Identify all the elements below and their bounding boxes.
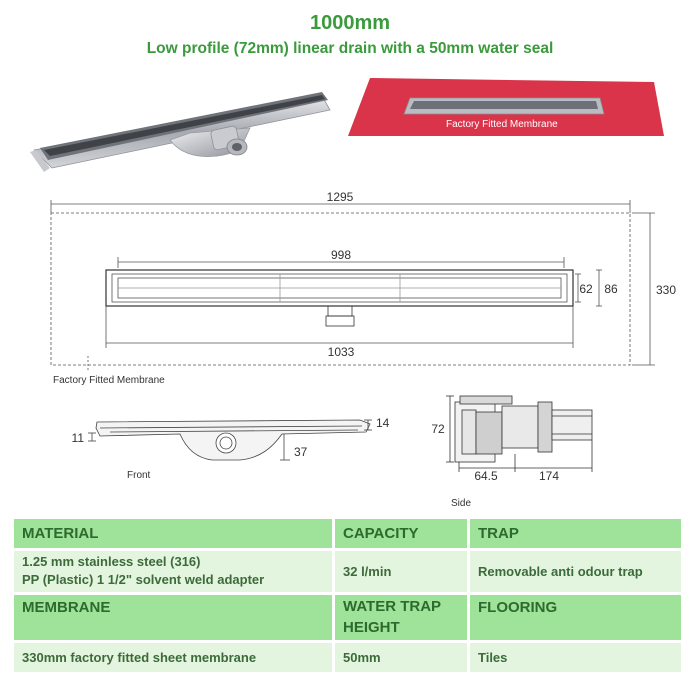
side-view-label: Side xyxy=(451,498,471,509)
membrane-header: MEMBRANE xyxy=(14,593,335,643)
water-trap-line-1: WATER TRAP xyxy=(343,598,442,615)
trap-value: Removable anti odour trap xyxy=(468,549,684,595)
flooring-value: Tiles xyxy=(468,641,684,675)
spec-header-row: MEMBRANE WATER TRAP HEIGHT FLOORING xyxy=(14,593,684,643)
front-view-label: Front xyxy=(127,470,151,481)
membrane-photo: Factory Fitted Membrane xyxy=(348,78,664,136)
spec-header-row: MATERIAL CAPACITY TRAP xyxy=(14,519,684,551)
spec-value-row: 330mm factory fitted sheet membrane 50mm… xyxy=(14,641,684,675)
dim-overall-height: 330 xyxy=(656,283,676,297)
product-drawings: Factory Fitted Membrane xyxy=(30,78,676,509)
material-line-1: 1.25 mm stainless steel (316) xyxy=(22,554,201,569)
water-trap-value: 50mm xyxy=(333,641,470,675)
membrane-value: 330mm factory fitted sheet membrane xyxy=(14,641,335,675)
water-trap-header: WATER TRAP HEIGHT xyxy=(333,593,470,643)
drain-photo xyxy=(30,92,331,172)
capacity-header: CAPACITY xyxy=(333,519,470,551)
material-value: 1.25 mm stainless steel (316) PP (Plasti… xyxy=(14,549,335,595)
dim-outer-width: 86 xyxy=(604,282,618,296)
material-line-2: PP (Plastic) 1 1/2" solvent weld adapter xyxy=(22,572,265,587)
plan-membrane-label: Factory Fitted Membrane xyxy=(53,375,165,386)
flooring-header: FLOORING xyxy=(468,593,684,643)
capacity-value: 32 l/min xyxy=(333,549,470,595)
membrane-photo-label: Factory Fitted Membrane xyxy=(446,119,558,130)
spec-value-row: 1.25 mm stainless steel (316) PP (Plasti… xyxy=(14,549,684,595)
dim-front-right: 14 xyxy=(376,416,390,430)
plan-view-drawing xyxy=(50,200,655,372)
dim-side-offset: 64.5 xyxy=(474,469,498,483)
dim-side-height: 72 xyxy=(431,422,445,436)
page-subtitle: Low profile (72mm) linear drain with a 5… xyxy=(146,40,554,57)
spec-table: MATERIAL CAPACITY TRAP 1.25 mm stainless… xyxy=(14,519,684,675)
page-title: 1000mm xyxy=(309,12,391,34)
side-view-drawing xyxy=(446,395,593,472)
dim-front-left: 11 xyxy=(72,431,85,445)
dim-side-outlet: 174 xyxy=(539,469,559,483)
dim-grate-length: 998 xyxy=(331,248,351,262)
water-trap-line-2: HEIGHT xyxy=(343,619,400,636)
trap-header: TRAP xyxy=(468,519,684,551)
dim-front-outlet: 37 xyxy=(294,445,308,459)
dim-body-length: 1033 xyxy=(328,345,355,359)
front-view-drawing xyxy=(88,419,372,461)
dim-overall-width: 1295 xyxy=(327,190,354,204)
material-header: MATERIAL xyxy=(14,519,335,551)
dim-inner-width: 62 xyxy=(579,282,593,296)
